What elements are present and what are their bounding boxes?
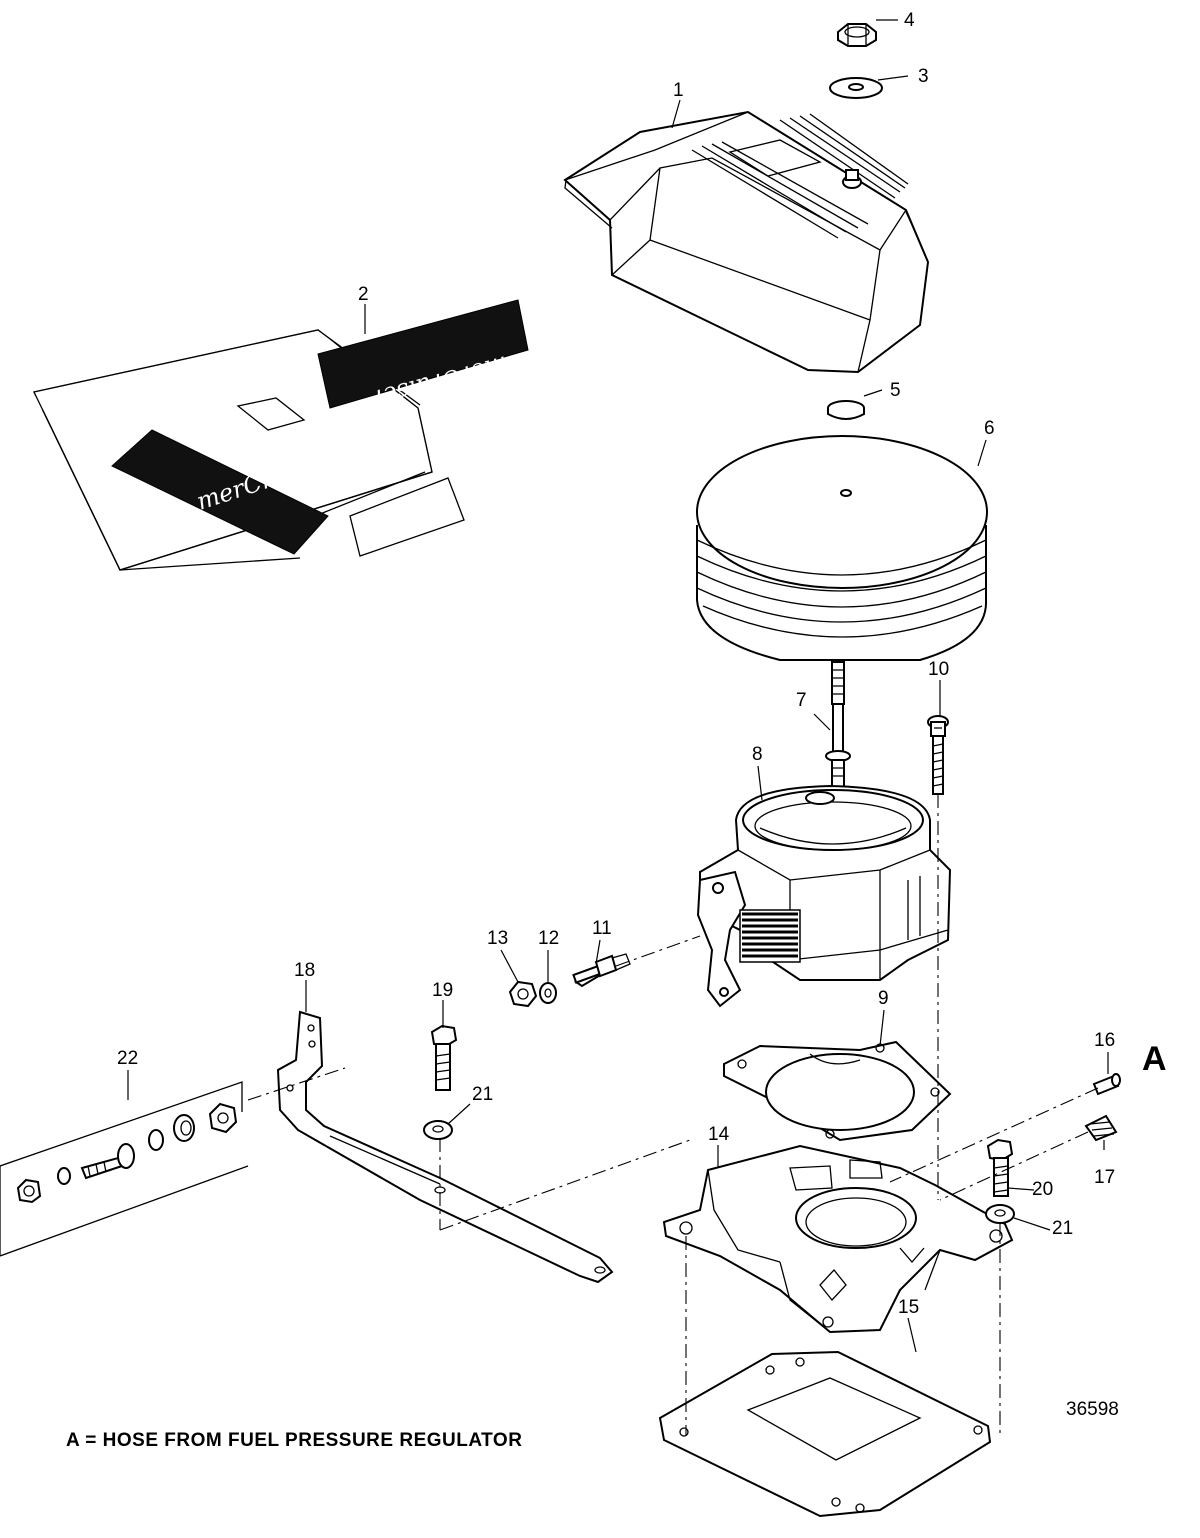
flame-arrestor-cover bbox=[563, 110, 930, 374]
callout-19: 19 bbox=[432, 980, 453, 1001]
callout-6: 6 bbox=[984, 418, 995, 439]
decal-stripe-upper: merCruiser bbox=[317, 299, 529, 414]
washer-part-21-left bbox=[423, 1120, 453, 1140]
adaptor-plate bbox=[662, 1144, 1014, 1334]
callout-10: 10 bbox=[928, 659, 949, 680]
screw-part-10 bbox=[927, 715, 949, 795]
callout-21-left: 21 bbox=[472, 1084, 493, 1105]
throttle-body bbox=[696, 784, 952, 1008]
stud-part-11 bbox=[572, 953, 631, 988]
callout-1: 1 bbox=[673, 80, 684, 101]
flame-arrestor bbox=[696, 435, 988, 661]
leader-lines bbox=[127, 19, 1109, 1353]
nut-part-13 bbox=[508, 980, 538, 1008]
grommet-part-5 bbox=[827, 400, 865, 420]
callout-7: 7 bbox=[796, 690, 807, 711]
callout-16: 16 bbox=[1094, 1030, 1115, 1051]
callout-13: 13 bbox=[487, 928, 508, 949]
callout-9: 9 bbox=[878, 988, 889, 1009]
callout-14: 14 bbox=[708, 1124, 730, 1145]
fitting-part-16 bbox=[1092, 1073, 1121, 1096]
washer-part-3 bbox=[829, 77, 883, 99]
legend-note: A = HOSE FROM FUEL PRESSURE REGULATOR bbox=[66, 1430, 522, 1451]
screw-part-20 bbox=[986, 1138, 1014, 1197]
gasket-part-9 bbox=[723, 1040, 952, 1142]
stud-part-7 bbox=[825, 661, 851, 789]
figure-number: 36598 bbox=[1066, 1399, 1119, 1420]
washer-part-12 bbox=[539, 982, 557, 1004]
callout-12: 12 bbox=[538, 928, 559, 949]
callout-2: 2 bbox=[358, 284, 369, 305]
bracket-part-18 bbox=[276, 1010, 614, 1284]
callout-17: 17 bbox=[1094, 1167, 1115, 1188]
callout-labels: 1 2 3 4 5 6 7 8 9 10 11 12 13 14 15 16 1… bbox=[117, 10, 1115, 1318]
decal-set: merCruiser merCruiser bbox=[32, 299, 529, 571]
plug-part-17 bbox=[1084, 1114, 1118, 1142]
gasket-part-15 bbox=[658, 1350, 992, 1518]
callout-22: 22 bbox=[117, 1048, 138, 1069]
hose-marker-a: A bbox=[1142, 1040, 1167, 1078]
throttle-return-spring bbox=[739, 909, 801, 963]
callout-18: 18 bbox=[294, 960, 315, 981]
callout-3: 3 bbox=[918, 66, 929, 87]
hardware-kit-part-22 bbox=[0, 1081, 249, 1257]
callout-20: 20 bbox=[1032, 1179, 1053, 1200]
callout-8: 8 bbox=[752, 744, 763, 765]
nut-part-4 bbox=[837, 23, 877, 47]
assembly-centerlines bbox=[247, 794, 1099, 1436]
callout-15: 15 bbox=[898, 1297, 919, 1318]
washer-part-21-right bbox=[985, 1204, 1015, 1224]
callout-21-right: 21 bbox=[1052, 1218, 1073, 1239]
callout-5: 5 bbox=[890, 380, 901, 401]
callout-4: 4 bbox=[904, 10, 915, 31]
callout-11: 11 bbox=[592, 918, 612, 939]
screw-part-19 bbox=[430, 1024, 458, 1091]
